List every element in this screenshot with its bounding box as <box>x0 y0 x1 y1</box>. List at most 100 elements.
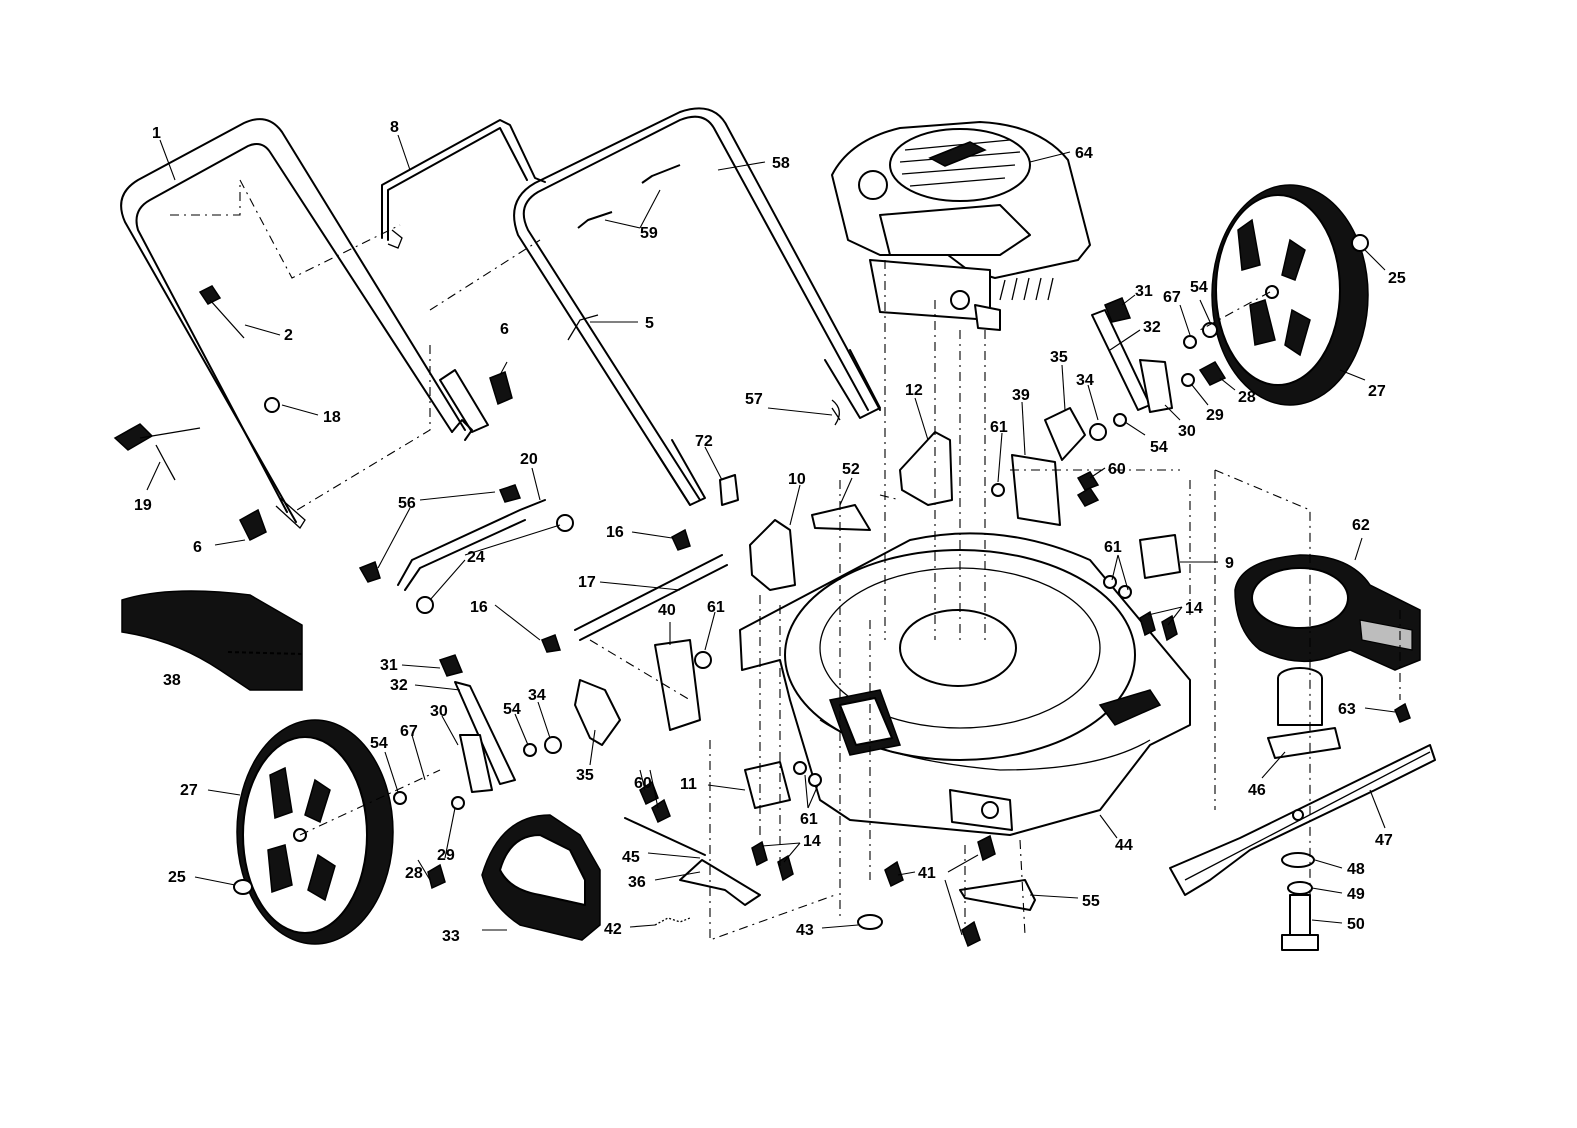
washers-left <box>233 514 712 895</box>
callout-c47: 47 <box>1375 832 1393 849</box>
mulch-cover <box>481 814 601 941</box>
callout-c6a: 6 <box>500 321 509 338</box>
callout-c48: 48 <box>1347 861 1365 878</box>
engine <box>831 121 1091 331</box>
callout-c50: 50 <box>1347 916 1365 933</box>
callout-c28b: 28 <box>405 865 423 882</box>
callout-c60b: 60 <box>634 775 652 792</box>
callout-c2: 2 <box>284 327 293 344</box>
callout-c8: 8 <box>390 119 399 136</box>
callout-c67b: 67 <box>400 723 418 740</box>
callout-c61d: 61 <box>1104 539 1122 556</box>
callout-c56: 56 <box>398 495 416 512</box>
bolt-icon <box>198 285 280 413</box>
rear-wheel-right <box>1211 184 1369 406</box>
callout-c54d: 54 <box>370 735 388 752</box>
callout-c55: 55 <box>1082 893 1100 910</box>
callout-c38: 38 <box>163 672 181 689</box>
grass-deflector <box>121 590 303 691</box>
callout-c17: 17 <box>578 574 596 591</box>
callout-c32a: 32 <box>1143 319 1161 336</box>
handle-knob-icon <box>239 508 267 542</box>
rear-bracket <box>899 431 1181 579</box>
callout-c29a: 29 <box>1206 407 1224 424</box>
height-adjust-plate-right <box>1044 297 1173 461</box>
rear-height-bracket <box>857 879 1036 930</box>
callout-c33: 33 <box>442 928 460 945</box>
callout-c30b: 30 <box>430 703 448 720</box>
callout-leaders <box>146 134 1396 936</box>
callout-c60a: 60 <box>1108 461 1126 478</box>
blade <box>1169 744 1436 896</box>
height-adjust-lever-left <box>438 654 516 793</box>
callout-c54b: 54 <box>1150 439 1168 456</box>
callout-c61b: 61 <box>707 599 725 616</box>
callout-c59: 59 <box>640 225 658 242</box>
callout-c44: 44 <box>1115 837 1133 854</box>
engine-shroud-cutter <box>719 399 871 531</box>
assembly-guide-lines <box>170 179 1401 941</box>
callout-c54a: 54 <box>1190 279 1208 296</box>
callout-c36: 36 <box>628 874 646 891</box>
callout-c40: 40 <box>658 602 676 619</box>
control-bar <box>381 119 546 249</box>
handle-knob-icon <box>489 370 513 406</box>
rear-lift-rod <box>624 817 761 926</box>
washers-right <box>793 234 1369 787</box>
bolt-icon <box>567 164 681 341</box>
blade-bolt-stack <box>1281 852 1319 951</box>
blade-adapter <box>1267 667 1341 759</box>
height-adjust-plate-left <box>574 639 701 746</box>
callout-c64: 64 <box>1075 145 1093 162</box>
callout-c30a: 30 <box>1178 423 1196 440</box>
callout-c62: 62 <box>1352 517 1370 534</box>
callout-c5: 5 <box>645 315 654 332</box>
callout-c57: 57 <box>745 391 763 408</box>
callout-c54c: 54 <box>503 701 521 718</box>
callout-labels: 1 2 8 6 18 19 6 58 59 5 6 64 25 31 67 54… <box>134 119 1406 945</box>
callout-c42: 42 <box>604 921 622 938</box>
lower-handle-bar <box>275 369 489 530</box>
front-pivot-bracket <box>744 519 796 809</box>
callout-c35b: 35 <box>576 767 594 784</box>
blade-adapter-ring <box>1234 554 1421 671</box>
callout-c39: 39 <box>1012 387 1030 404</box>
callout-c27a: 27 <box>1368 383 1386 400</box>
callout-c29b: 29 <box>437 847 455 864</box>
callout-c19: 19 <box>134 497 152 514</box>
callout-c24: 24 <box>467 549 485 566</box>
callout-c46: 46 <box>1248 782 1266 799</box>
callout-c31a: 31 <box>1135 283 1153 300</box>
handle-knob-icon <box>113 423 201 481</box>
callout-c25a: 25 <box>1388 270 1406 287</box>
callout-c61c: 61 <box>800 811 818 828</box>
callout-c61a: 61 <box>990 419 1008 436</box>
callout-c63: 63 <box>1338 701 1356 718</box>
callout-c12: 12 <box>905 382 923 399</box>
callout-c14b: 14 <box>1185 600 1203 617</box>
callout-c43: 43 <box>796 922 814 939</box>
callout-c6b: 6 <box>193 539 202 556</box>
callout-c28a: 28 <box>1238 389 1256 406</box>
callout-c58: 58 <box>772 155 790 172</box>
callout-c45: 45 <box>622 849 640 866</box>
callout-c10: 10 <box>788 471 806 488</box>
front-wheel-left <box>236 719 394 945</box>
callout-c35a: 35 <box>1050 349 1068 366</box>
mower-deck <box>739 532 1191 836</box>
callout-c41: 41 <box>918 865 936 882</box>
callout-c16a: 16 <box>606 524 624 541</box>
callout-c32b: 32 <box>390 677 408 694</box>
callout-c14a: 14 <box>803 833 821 850</box>
callout-c67a: 67 <box>1163 289 1181 306</box>
callout-c9: 9 <box>1225 555 1234 572</box>
upper-handle-right <box>513 107 881 506</box>
callout-c31b: 31 <box>380 657 398 674</box>
front-axle <box>397 499 728 641</box>
upper-handle-left <box>120 118 473 523</box>
callout-c16b: 16 <box>470 599 488 616</box>
callout-c11: 11 <box>680 776 697 793</box>
callout-c52: 52 <box>842 461 860 478</box>
callout-c34a: 34 <box>1076 372 1094 389</box>
